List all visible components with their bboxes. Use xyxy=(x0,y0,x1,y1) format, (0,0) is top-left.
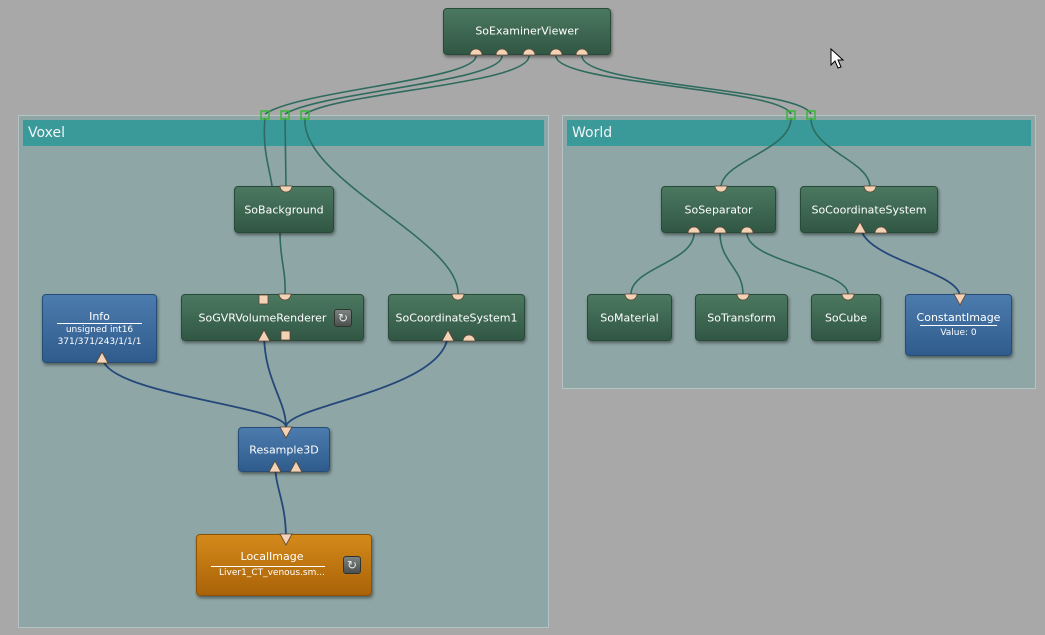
module-constant-image-title: ConstantImage xyxy=(916,311,1001,324)
port-examiner-input-5[interactable] xyxy=(575,48,589,56)
port-info-input[interactable] xyxy=(95,351,109,364)
module-so-cube[interactable]: SoCube xyxy=(811,294,881,341)
wire-separator-to-material xyxy=(630,232,695,295)
port-coordsys1-scene-input[interactable] xyxy=(462,334,476,342)
port-transform-output[interactable] xyxy=(736,293,750,301)
module-resample3d-label: Resample3D xyxy=(249,443,319,457)
port-renderer-param-bottom[interactable] xyxy=(280,330,291,341)
port-renderer-image-input[interactable] xyxy=(257,329,271,342)
wire-world-to-coordsys xyxy=(810,117,871,187)
module-so-coordinate-system1-label: SoCoordinateSystem1 xyxy=(395,311,518,324)
wire-voxel-to-background xyxy=(263,117,273,187)
port-coordsys1-output[interactable] xyxy=(451,293,465,301)
port-resample-output[interactable] xyxy=(279,426,293,439)
port-constantimage-output[interactable] xyxy=(953,293,967,306)
wire-world-to-separator xyxy=(720,117,792,187)
port-separator-input-1[interactable] xyxy=(687,226,701,234)
module-so-background-label: SoBackground xyxy=(244,203,324,216)
port-separator-output[interactable] xyxy=(714,185,728,193)
module-info-underline xyxy=(57,323,142,324)
module-so-cube-label: SoCube xyxy=(824,311,868,324)
module-so-coordinate-system1[interactable]: SoCoordinateSystem1 xyxy=(388,294,525,341)
module-so-transform-label: SoTransform xyxy=(707,311,776,324)
port-coordsys-image-input[interactable] xyxy=(853,221,867,234)
wire-separator-to-transform xyxy=(719,232,744,295)
module-so-coordinate-system-label: SoCoordinateSystem xyxy=(811,203,927,216)
port-separator-input-2[interactable] xyxy=(713,226,727,234)
port-cube-output[interactable] xyxy=(841,293,855,301)
port-coordsys-output[interactable] xyxy=(863,185,877,193)
module-so-separator-label: SoSeparator xyxy=(684,203,753,216)
module-local-image-title: LocalImage xyxy=(240,550,304,563)
module-so-background[interactable]: SoBackground xyxy=(234,186,334,233)
group-port-world-2[interactable] xyxy=(806,110,816,120)
port-material-output[interactable] xyxy=(624,293,638,301)
module-so-separator[interactable]: SoSeparator xyxy=(661,186,776,233)
wire-background-to-renderer xyxy=(279,232,286,295)
port-resample-input-2[interactable] xyxy=(289,460,303,473)
port-renderer-param-top[interactable] xyxy=(258,294,269,305)
module-local-image[interactable]: LocalImage Liver1_CT_venous.sm... ↻ xyxy=(196,534,372,596)
wire-resample-to-renderer xyxy=(263,332,287,428)
module-info-datatype: unsigned int16 xyxy=(65,325,134,335)
group-port-voxel-1[interactable] xyxy=(260,110,270,120)
group-voxel-header[interactable]: Voxel xyxy=(23,120,544,146)
module-local-image-filename: Liver1_CT_venous.sm... xyxy=(219,568,325,578)
wire-viewer-to-voxel-3 xyxy=(304,55,530,115)
group-port-world-1[interactable] xyxy=(786,110,796,120)
wire-resample-to-coordsys1 xyxy=(285,332,449,428)
port-examiner-input-4[interactable] xyxy=(549,48,563,56)
port-renderer-output[interactable] xyxy=(278,293,292,301)
module-so-gvr-volume-renderer-label: SoGVRVolumeRenderer xyxy=(198,311,327,324)
group-world-header[interactable]: World xyxy=(567,120,1031,146)
wire-viewer-to-voxel-2 xyxy=(284,55,503,115)
wire-viewer-to-voxel-1 xyxy=(264,55,477,115)
module-local-image-underline xyxy=(211,566,325,567)
module-constant-image-underline xyxy=(920,325,997,326)
group-world-title: World xyxy=(572,125,613,141)
mouse-pointer-icon xyxy=(830,48,845,69)
module-info-title: Info xyxy=(89,310,110,323)
group-port-voxel-3[interactable] xyxy=(300,110,310,120)
module-so-examiner-viewer-label: SoExaminerViewer xyxy=(475,24,579,38)
port-resample-input-1[interactable] xyxy=(268,460,282,473)
group-voxel-title: Voxel xyxy=(28,125,65,141)
module-so-material-label: SoMaterial xyxy=(600,311,659,324)
wire-voxel-to-background-2 xyxy=(284,117,287,187)
port-coordsys-scene-input[interactable] xyxy=(874,226,888,234)
module-info-size: 371/371/243/1/1/1 xyxy=(57,337,142,347)
module-so-coordinate-system[interactable]: SoCoordinateSystem xyxy=(800,186,938,233)
wire-voxel-to-coordsys1 xyxy=(304,117,459,295)
port-examiner-input-3[interactable] xyxy=(522,48,536,56)
wire-viewer-to-world-1 xyxy=(555,55,792,115)
module-so-material[interactable]: SoMaterial xyxy=(587,294,672,341)
port-separator-input-3[interactable] xyxy=(740,226,754,234)
module-so-gvr-volume-renderer[interactable]: SoGVRVolumeRenderer ↻ xyxy=(181,294,364,341)
wire-constantimage-to-coordsys xyxy=(859,223,961,298)
port-coordsys1-image-input[interactable] xyxy=(441,329,455,342)
refresh-icon[interactable]: ↻ xyxy=(334,309,352,327)
wire-viewer-to-world-2 xyxy=(581,55,812,115)
port-examiner-input-2[interactable] xyxy=(495,48,509,56)
module-constant-image-value: Value: 0 xyxy=(940,328,977,338)
refresh-icon[interactable]: ↻ xyxy=(343,556,361,574)
port-examiner-input-1[interactable] xyxy=(469,48,483,56)
group-port-voxel-2[interactable] xyxy=(280,110,290,120)
port-localimage-output[interactable] xyxy=(279,533,293,546)
port-background-output[interactable] xyxy=(279,185,293,193)
module-constant-image[interactable]: ConstantImage Value: 0 xyxy=(905,294,1012,356)
wire-resample-to-info xyxy=(101,355,287,428)
wire-separator-to-cube xyxy=(746,232,849,295)
